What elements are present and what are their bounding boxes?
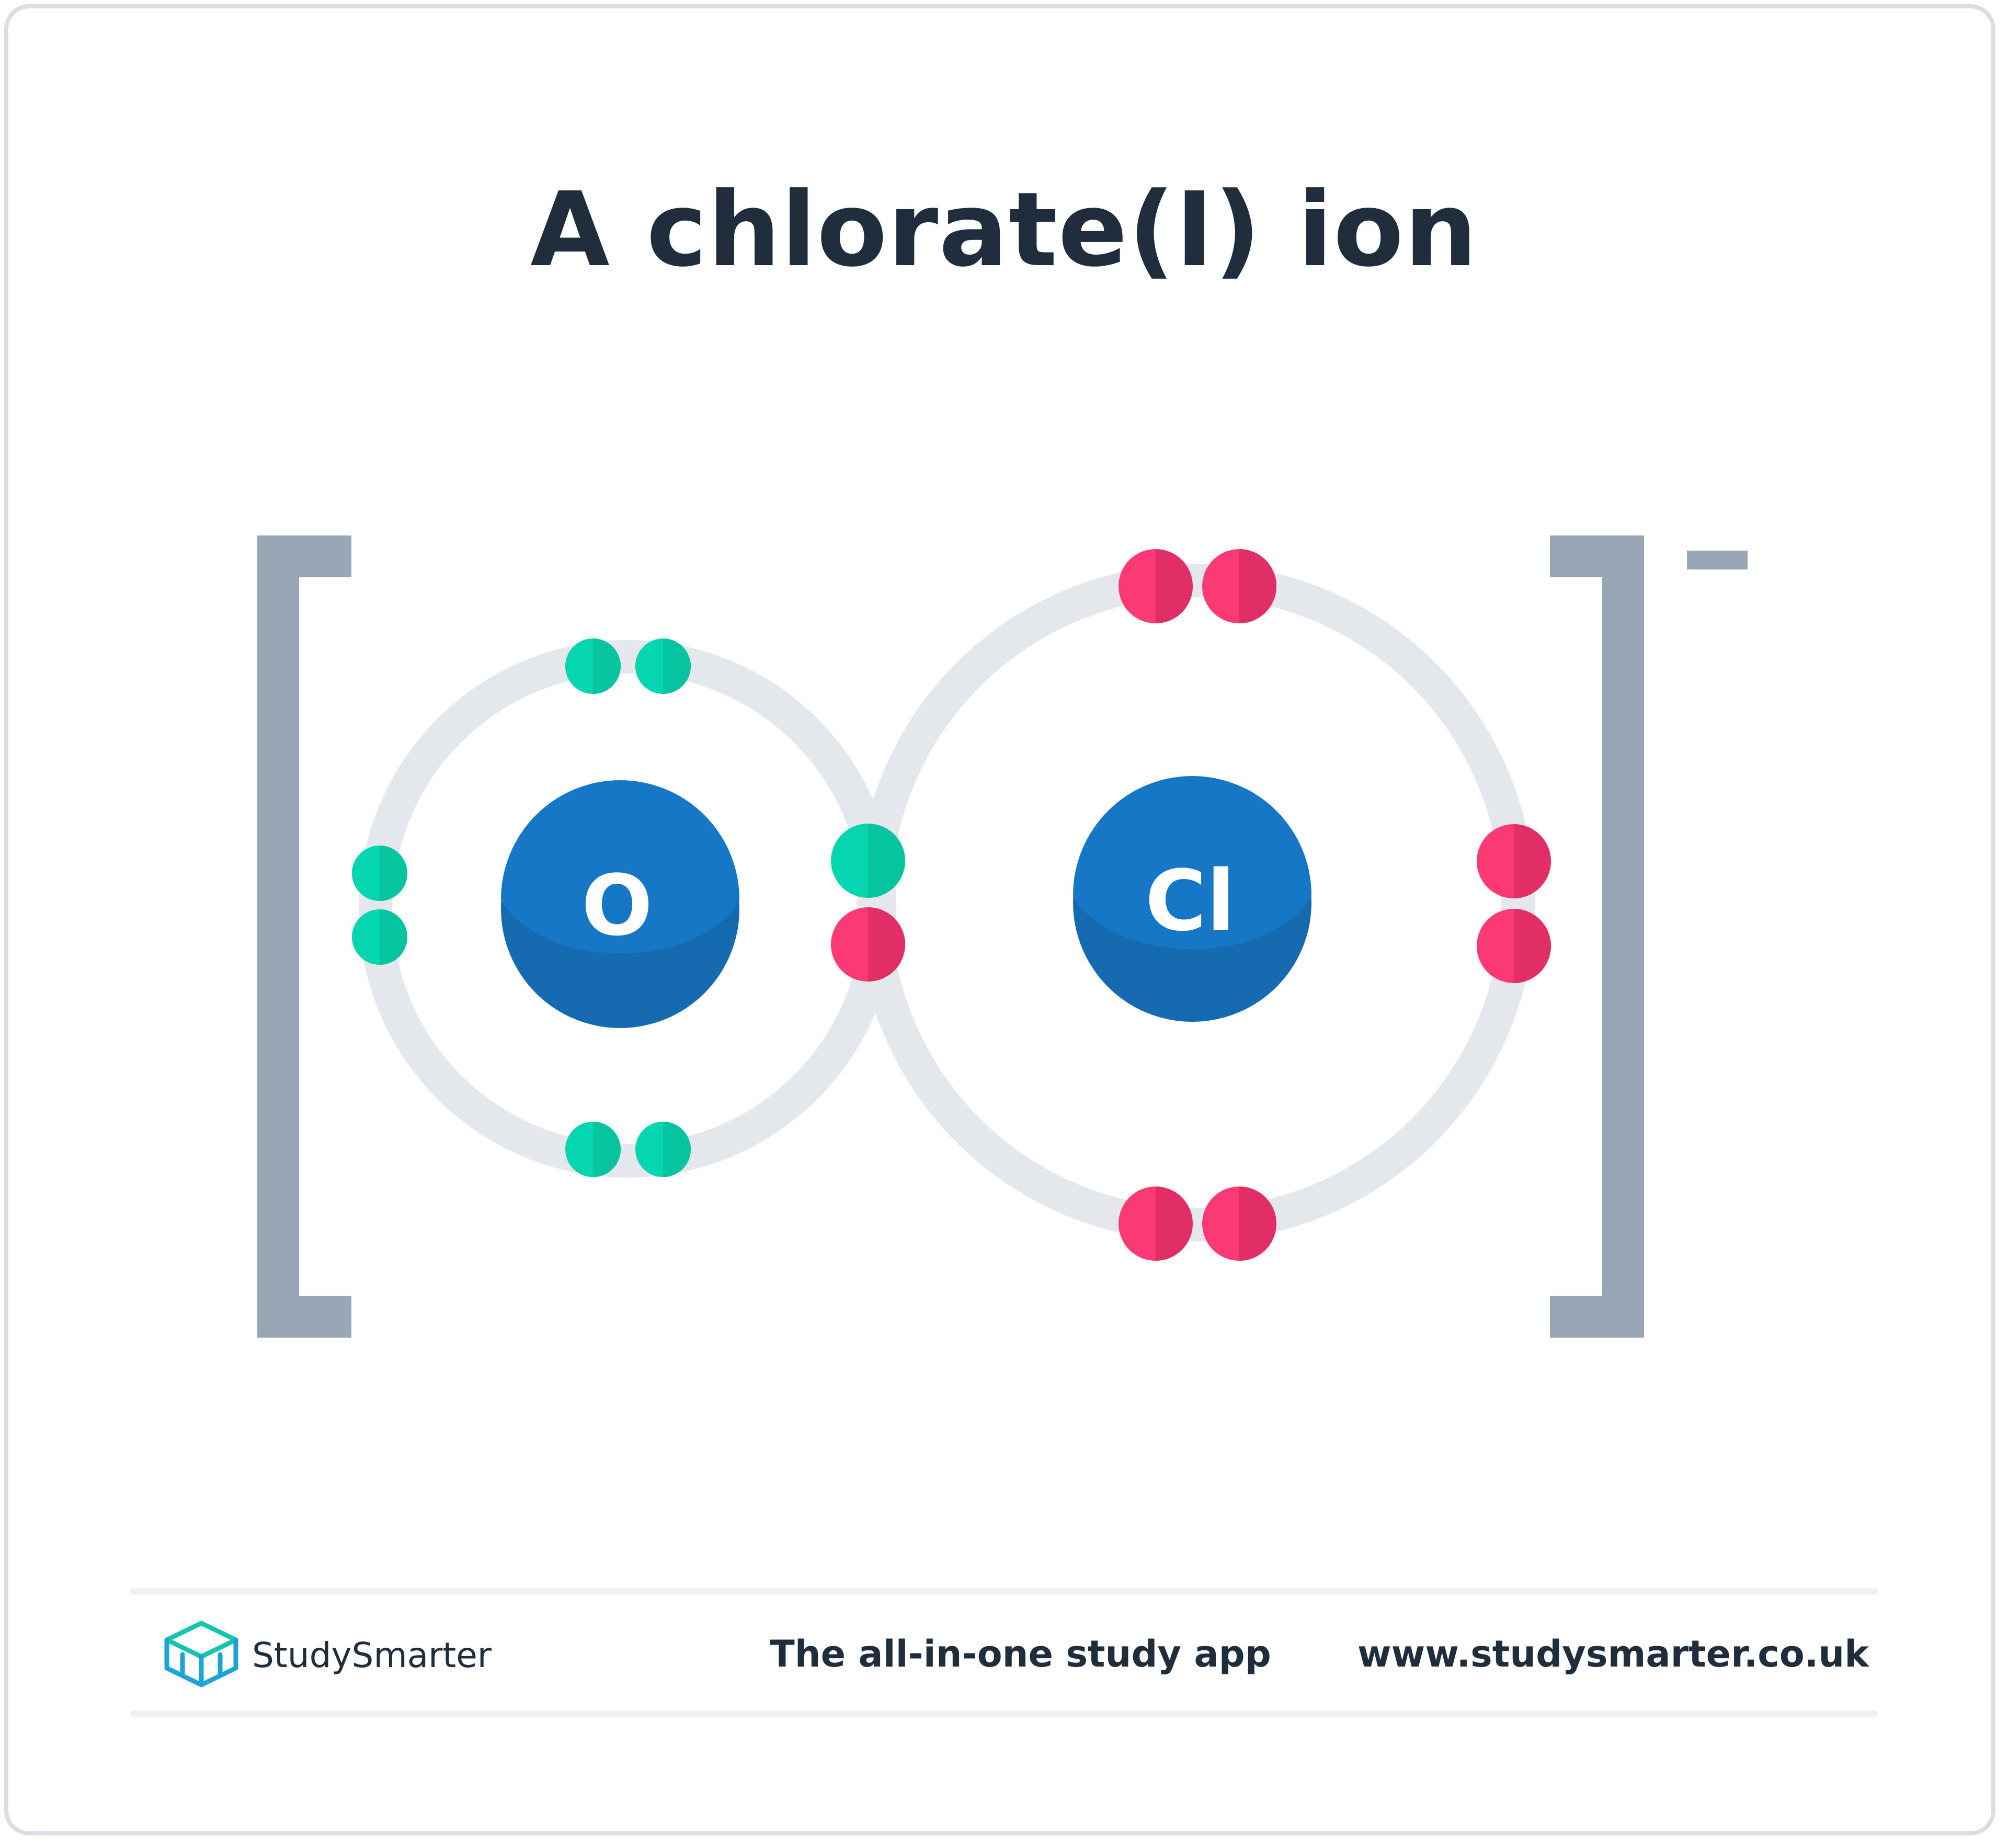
diagram-card xyxy=(4,4,1995,1835)
right-bracket xyxy=(1550,535,1644,1338)
chlorine-nucleus: Cl xyxy=(1073,776,1311,1022)
footer-tagline: The all-in-one study app xyxy=(770,1633,1271,1675)
oxygen-electron xyxy=(635,638,691,694)
oxygen-electron xyxy=(352,909,407,965)
chlorine-electron-shell xyxy=(857,564,1535,1241)
left-bracket xyxy=(257,535,351,1338)
open-box-icon xyxy=(164,1621,238,1687)
chlorine-electron xyxy=(1119,1187,1193,1261)
footer-url[interactable]: www.studysmarter.co.uk xyxy=(1357,1633,1869,1675)
footer-top-rule xyxy=(130,1588,1878,1594)
chlorine-electron xyxy=(1202,549,1276,623)
negative-charge-sign xyxy=(1687,551,1748,569)
chlorine-bonding-electron xyxy=(831,907,905,982)
oxygen-nucleus: O xyxy=(501,780,739,1028)
oxygen-electron xyxy=(565,1122,621,1177)
oxygen-bonding-electron xyxy=(831,824,905,898)
brand-name: StudySmarter xyxy=(252,1635,492,1675)
oxygen-symbol: O xyxy=(581,857,653,954)
chlorine-electron xyxy=(1119,549,1193,623)
chlorine-electron xyxy=(1202,1187,1276,1261)
chlorine-electron xyxy=(1477,909,1551,983)
oxygen-electron xyxy=(635,1122,691,1177)
diagram-title: A chlorate(I) ion xyxy=(530,170,1478,290)
oxygen-electron xyxy=(352,846,407,901)
footer-bottom-rule xyxy=(130,1710,1878,1717)
chlorine-electron xyxy=(1477,824,1551,898)
oxygen-electron xyxy=(565,638,621,694)
chlorine-symbol: Cl xyxy=(1145,852,1235,950)
oxygen-electrons xyxy=(352,638,905,1177)
chlorine-electrons xyxy=(831,549,1551,1261)
